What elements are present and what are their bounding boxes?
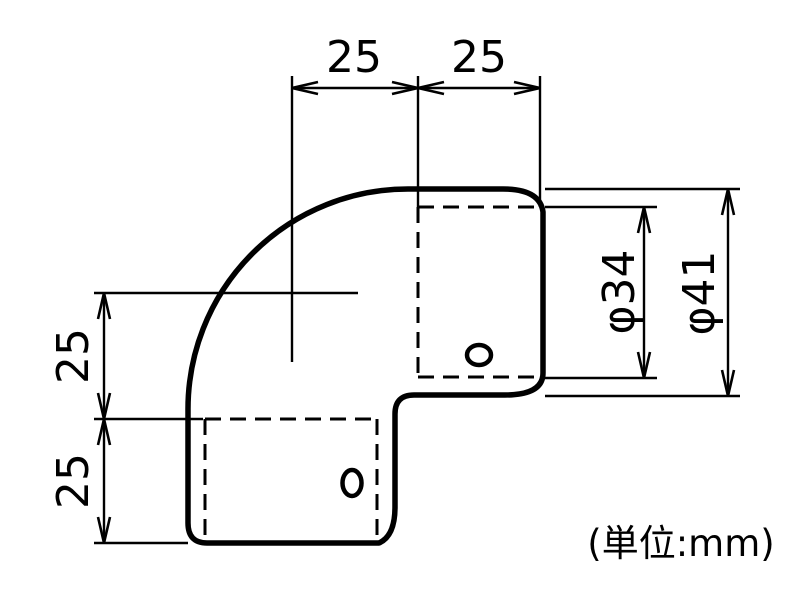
dim-label-dia41: φ41 — [674, 250, 725, 335]
weep-hole-bottom-port — [340, 467, 364, 499]
dimension-left: 25 25 — [48, 292, 203, 545]
centerlines — [94, 76, 358, 362]
dim-label-dia34: φ34 — [594, 249, 645, 334]
arrowheads-diameters — [636, 188, 736, 397]
dimension-top: 25 25 — [291, 32, 542, 207]
dim-label-left-2: 25 — [48, 453, 99, 509]
weep-hole-right-port — [464, 342, 494, 368]
dimension-diameters: φ34 φ41 — [545, 187, 740, 398]
elbow-body — [185, 186, 546, 546]
dim-label-left-1: 25 — [48, 328, 99, 384]
unit-note: (単位:mm) — [587, 522, 774, 565]
arrowheads-left — [96, 292, 112, 544]
hidden-socket-lines — [203, 205, 540, 541]
elbow-outline — [185, 186, 546, 546]
arrowheads-top — [291, 80, 541, 96]
dim-label-top-2: 25 — [451, 32, 507, 83]
dim-label-top-1: 25 — [326, 32, 382, 83]
